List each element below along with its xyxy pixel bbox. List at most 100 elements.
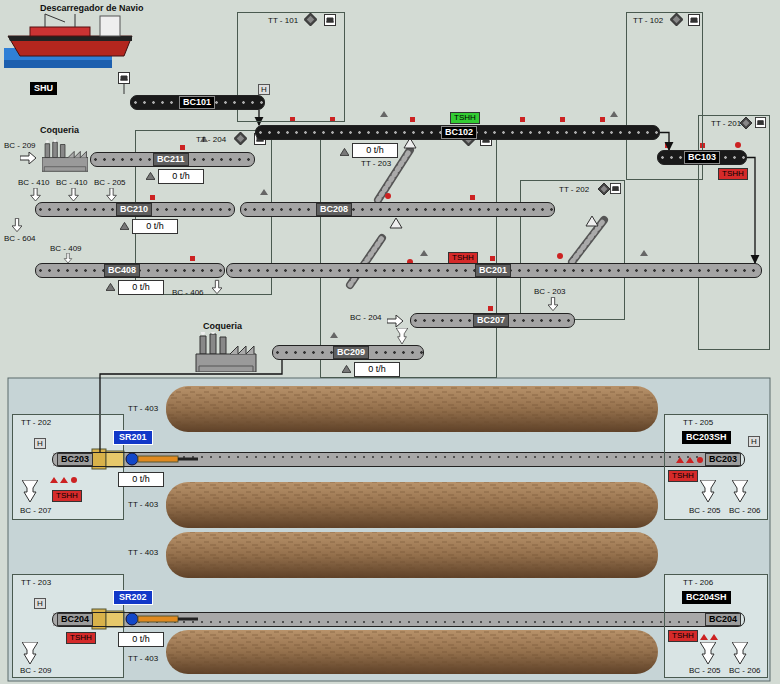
- flow-connector: [100, 360, 282, 452]
- node-label: SR201: [119, 432, 147, 443]
- node-label: BC201: [475, 264, 511, 277]
- stacker-reclaimer: [106, 451, 124, 467]
- coke-plant: [196, 330, 256, 372]
- belt-indicators: [735, 142, 741, 148]
- alarm-tag: TSHH: [668, 470, 698, 482]
- conveyor-belt: BC103: [657, 150, 747, 165]
- node-label: TSHH: [56, 491, 78, 501]
- tower-icons: [755, 117, 765, 127]
- node-label: 0 t/h: [123, 634, 159, 645]
- conveyor-belt: BC203 BC203: [52, 452, 745, 467]
- chute: [700, 480, 716, 502]
- stacker-reclaimer: [138, 616, 178, 622]
- equipment-label: BC - 406: [172, 288, 204, 298]
- conveyor-belt: BC204 BC204: [52, 612, 745, 627]
- node-label: SR202: [119, 592, 147, 603]
- alarm-icons: [50, 477, 68, 483]
- transfer-tower-panel: TT - 205BC203SHTSHH: [664, 414, 768, 520]
- chute: [700, 642, 716, 664]
- feed-arrows: [12, 152, 558, 344]
- alarm-icons: [676, 457, 694, 463]
- equipment-label: BC - 206: [729, 506, 761, 516]
- stacker-reclaimer: [126, 613, 138, 625]
- ship: [100, 16, 120, 36]
- node-label: BC203: [57, 453, 93, 466]
- conveyor-belt: BC201: [226, 263, 762, 278]
- stockpile: [166, 630, 658, 674]
- equipment-label: BC - 604: [4, 234, 36, 244]
- node-label: BC204: [57, 613, 93, 626]
- node-label: 0 t/h: [123, 282, 159, 293]
- node-label: TT - 206: [683, 578, 713, 588]
- flow-connector: [258, 110, 259, 125]
- feed-arrows: [212, 280, 222, 293]
- node-label: TT - 102: [633, 16, 663, 26]
- scale-icon: [106, 283, 115, 290]
- belt-indicators: [150, 117, 741, 311]
- belt-indicators: [180, 145, 185, 150]
- stacker-reclaimer: [178, 458, 198, 461]
- conveyor-belt: BC101: [130, 95, 265, 110]
- belt-indicators: [190, 256, 195, 261]
- flow-connector: [660, 133, 669, 151]
- flow-rate-box: 0 t/h: [354, 362, 400, 377]
- node-label: TSHH: [454, 113, 476, 123]
- node-label: BC101: [179, 96, 215, 109]
- equipment-label: BC - 205: [94, 178, 126, 188]
- tower-icons: [610, 183, 620, 193]
- alarm-icons: [71, 477, 77, 483]
- chute: [732, 642, 748, 664]
- node-label: BC408: [104, 264, 140, 277]
- node-label: BC210: [116, 203, 152, 216]
- belt-indicators: [410, 117, 415, 122]
- belt-indicators: [470, 195, 475, 200]
- belt-indicators: [385, 193, 391, 199]
- conveyor-belt: BC210: [35, 202, 235, 217]
- equipment-label: TT - 403: [128, 548, 158, 558]
- alarm-tag: TSHH: [66, 632, 96, 644]
- flow-rate-box: 0 t/h: [158, 169, 204, 184]
- node-label: TSHH: [70, 633, 92, 643]
- scale-icon: [340, 148, 349, 155]
- equipment-label: BC - 410: [18, 178, 50, 188]
- alarm-icons: [697, 457, 703, 463]
- status-box: H: [258, 84, 270, 95]
- stacker-reclaimer-tag: SR202: [113, 590, 153, 605]
- belt-indicators: [490, 256, 495, 261]
- alarm-icons: [700, 634, 718, 640]
- yard-belt: [53, 613, 741, 626]
- unloader-icon: [119, 73, 130, 84]
- equipment-label: BC - 409: [50, 244, 82, 254]
- equipment-label: BC - 205: [689, 506, 721, 516]
- equipment-label: Coqueria: [203, 321, 242, 332]
- equipment-label: BC - 207: [20, 506, 52, 516]
- stockpile: [166, 386, 658, 432]
- node-label: BC203: [705, 453, 741, 466]
- unloader-icon: [124, 84, 125, 94]
- ship: [30, 27, 90, 36]
- flow-rate-box: 0 t/h: [118, 472, 164, 487]
- node-label: SHU: [34, 83, 53, 94]
- ship: [8, 14, 132, 56]
- node-label: BC204SH: [686, 592, 727, 603]
- flow-rate-box: 0 t/h: [118, 632, 164, 647]
- stockpile: [166, 482, 658, 528]
- node-label: TSHH: [722, 169, 744, 179]
- coke-plant: [42, 139, 88, 171]
- tower-icons: [598, 183, 610, 195]
- conveyor-belt: BC208: [240, 202, 555, 217]
- water: [4, 60, 112, 68]
- equipment-label: BC - 203: [534, 287, 566, 297]
- node-label: BC102: [441, 126, 477, 139]
- yard-belt: [53, 453, 741, 626]
- node-label: BC103: [684, 151, 720, 164]
- status-box: H: [34, 598, 46, 609]
- alarm-tag: TSHH: [450, 112, 480, 124]
- flow-rate-box: 0 t/h: [352, 143, 398, 158]
- equipment-label: Descarregador de Navio: [40, 3, 144, 14]
- chute: [732, 480, 748, 502]
- node-label: BC204: [705, 613, 741, 626]
- node-label: TT - 202: [21, 418, 51, 428]
